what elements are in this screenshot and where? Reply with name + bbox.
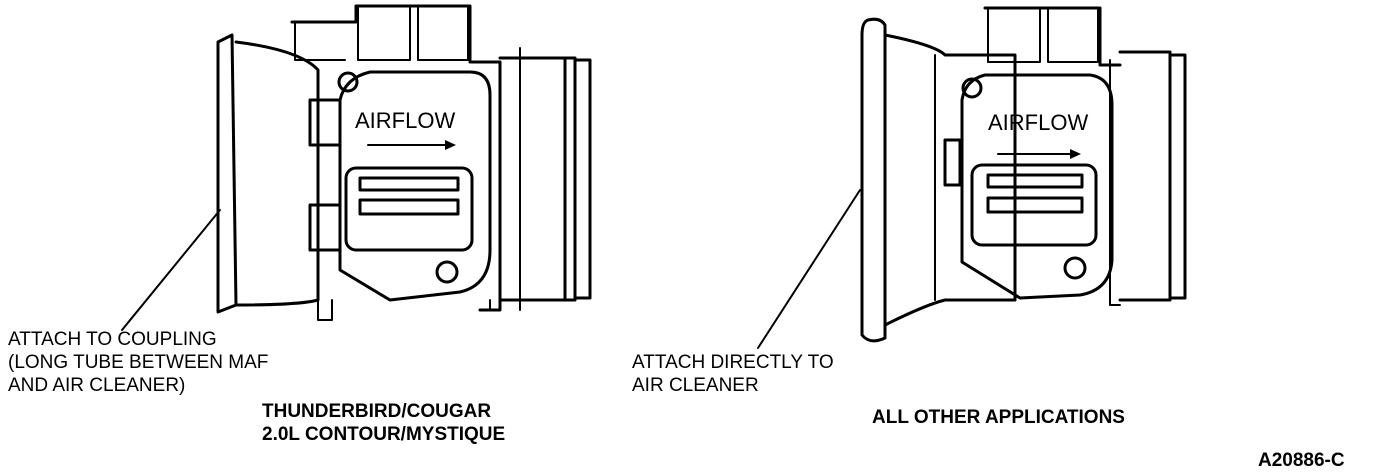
right-connector-b [1047, 9, 1099, 63]
right-outlet-rim [1168, 53, 1187, 300]
left-outlet-tube [498, 56, 577, 302]
left-window-slot-1 [358, 176, 460, 192]
left-inlet-flange [216, 33, 238, 314]
right-funnel-body [883, 33, 1017, 327]
right-screw-top [961, 77, 983, 99]
right-caption-line-1: ALL OTHER APPLICATIONS [872, 407, 1125, 428]
left-callout-line-2: (LONG TUBE BETWEEN MAF [8, 352, 268, 373]
left-connector-a [357, 7, 411, 61]
right-airflow-label: AIRFLOW [988, 110, 1088, 135]
left-tube-body [234, 40, 320, 307]
right-outlet-tube [1118, 50, 1172, 302]
left-outlet-rim [573, 58, 592, 300]
left-screw-bottom [435, 260, 459, 284]
left-callout-line-1: ATTACH TO COUPLING [8, 329, 217, 350]
right-electronics-cover [960, 73, 1114, 300]
right-callout-leader [757, 189, 861, 349]
right-window-slot-1 [986, 173, 1084, 189]
left-window-slot-2 [358, 198, 460, 216]
left-sensor-window [344, 166, 474, 252]
left-caption-line-1: THUNDERBIRD/COUGAR [262, 401, 491, 422]
figure-id: A20886-C [1258, 450, 1345, 471]
left-maf-sensor [121, 4, 592, 331]
right-window-slot-2 [986, 196, 1084, 214]
right-connector-a [987, 9, 1041, 63]
left-electronics-cover [338, 70, 492, 302]
right-maf-sensor [757, 6, 1187, 349]
left-connector-b [417, 7, 469, 61]
right-callout-line-1: ATTACH DIRECTLY TO [632, 352, 834, 373]
right-screw-bottom [1063, 256, 1087, 280]
right-sensor-window [970, 163, 1098, 247]
left-callout-line-3: AND AIR CLEANER) [8, 375, 185, 396]
left-callout-leader [121, 209, 221, 331]
left-upper-housing [290, 4, 502, 312]
right-callout-line-2: AIR CLEANER [632, 375, 759, 396]
left-airflow-label: AIRFLOW [355, 108, 455, 133]
left-caption-line-2: 2.0L CONTOUR/MYSTIQUE [262, 424, 505, 445]
left-screw-top [337, 71, 359, 93]
right-inlet-flange [860, 17, 887, 343]
